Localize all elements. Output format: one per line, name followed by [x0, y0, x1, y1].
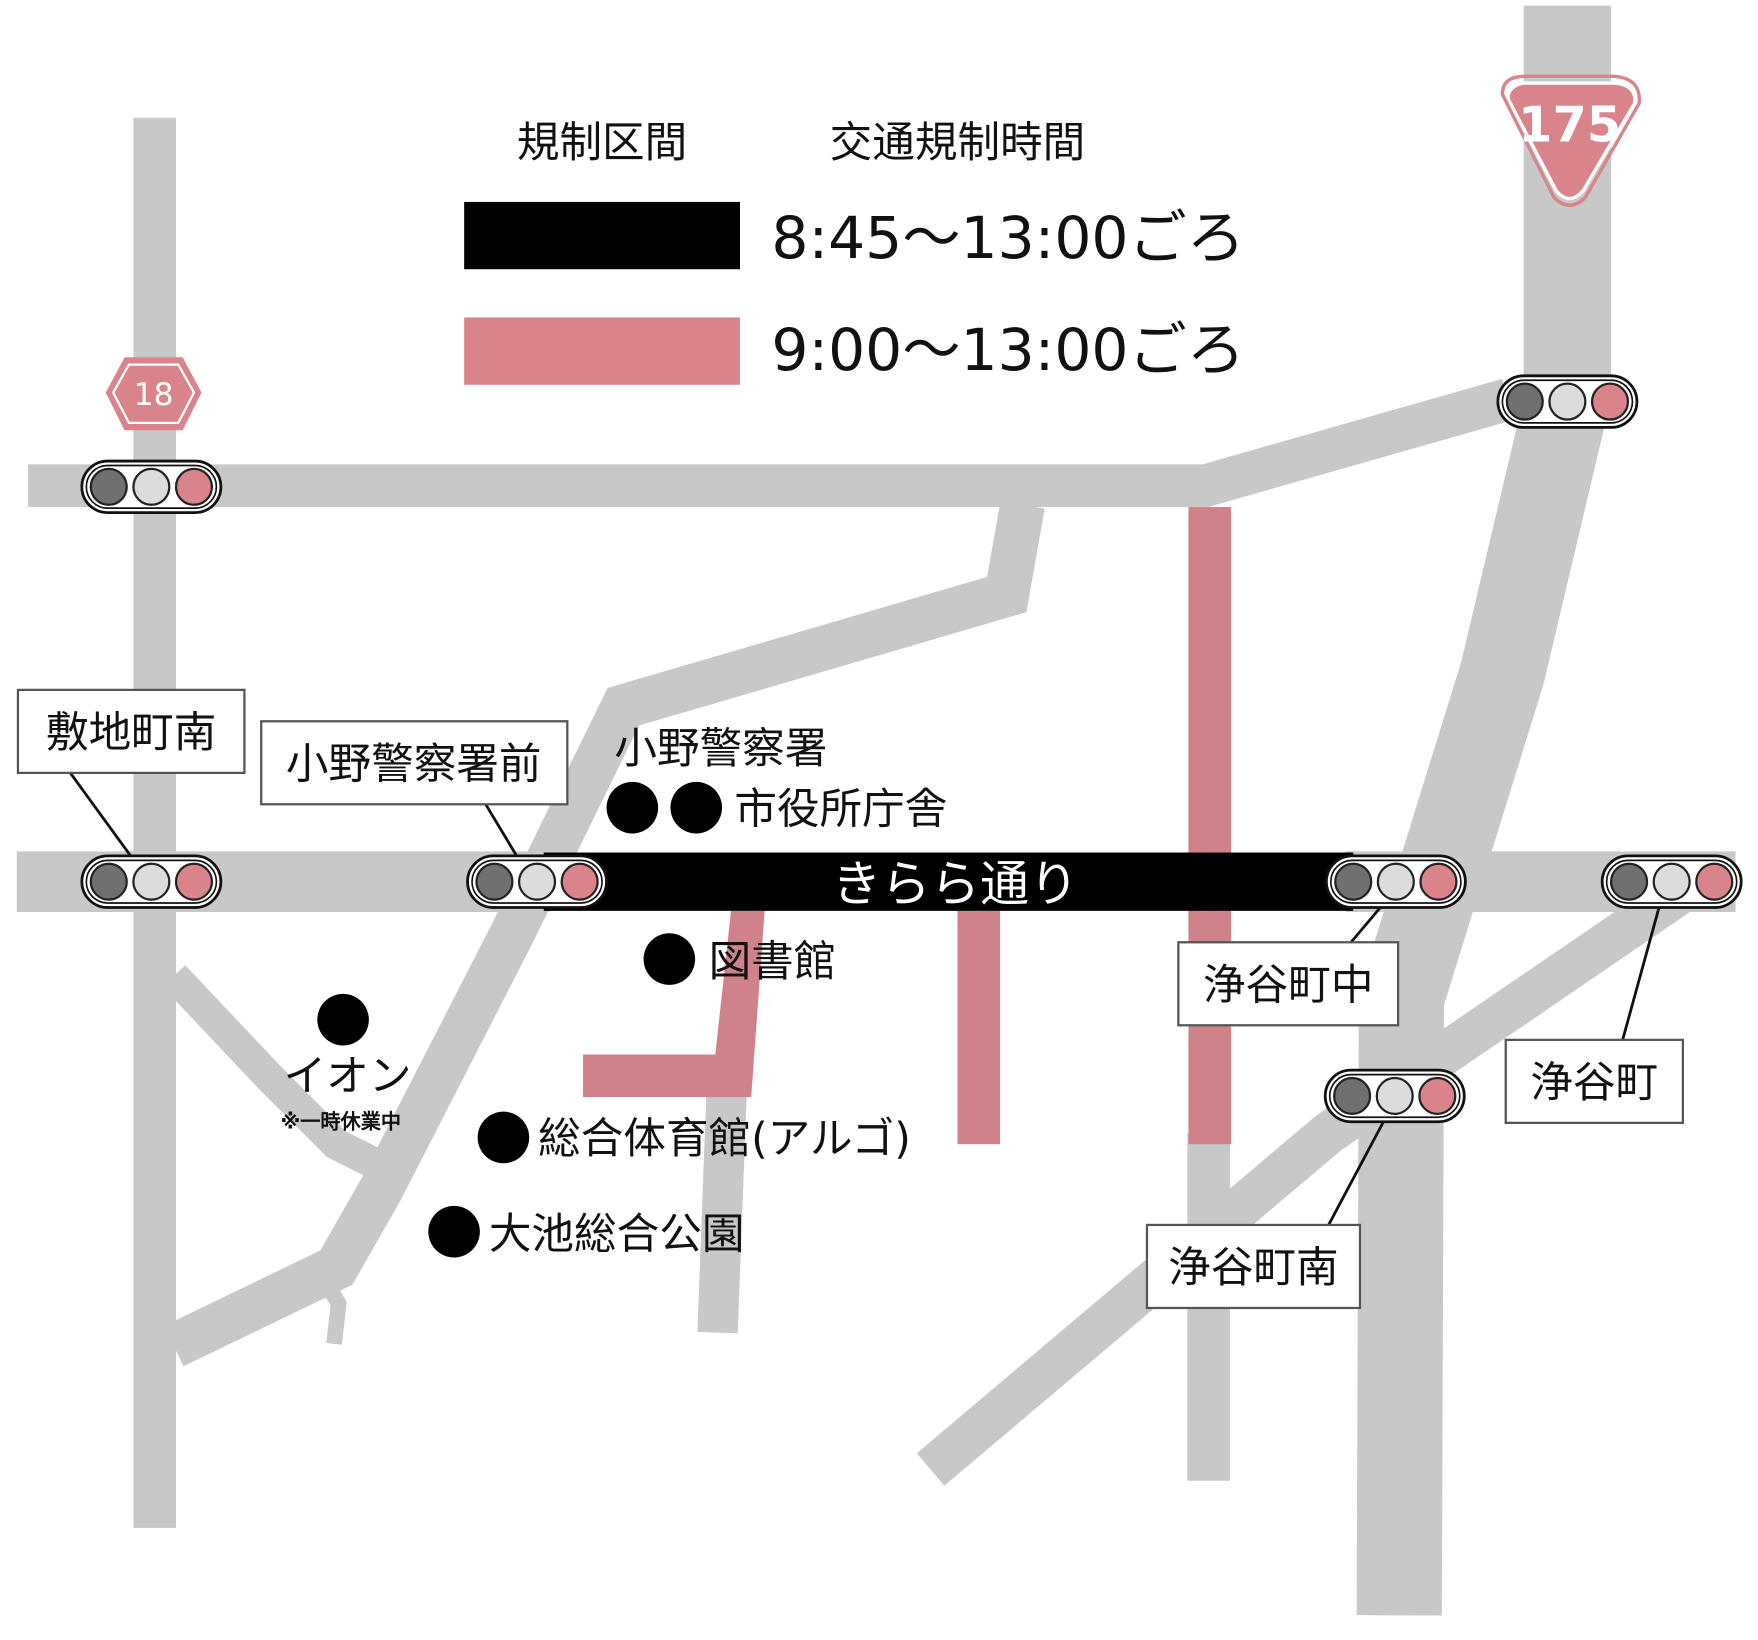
road-east-diagonal — [916, 874, 1694, 1486]
leader-lines — [68, 770, 1661, 1226]
road-library-south — [697, 1092, 747, 1334]
svg-text:イオン: イオン — [284, 1051, 412, 1101]
landmarks: 小野警察署 市役所庁舎 図書館 イオン ※一時休業中 総合体育館(アルゴ) 大池… — [281, 724, 948, 1260]
road-northwest-diagonal — [164, 500, 1045, 1367]
svg-text:市役所庁舎: 市役所庁舎 — [734, 784, 947, 834]
traffic-signal-icon — [80, 854, 223, 909]
national-route-shield-icon — [1506, 81, 1637, 201]
pink-section-joyacho — [1188, 507, 1232, 1145]
legend-time-pink: 9:00〜13:00ごろ — [771, 316, 1245, 384]
route-sign-18: 18 — [105, 357, 202, 431]
traffic-signal-icon — [80, 459, 223, 515]
kirara-street-bar — [543, 852, 1354, 911]
pink-section-center — [957, 910, 1001, 1145]
landmark-dot-icon — [643, 933, 696, 985]
traffic-signal-icon — [1496, 374, 1639, 429]
landmark-city-hall: 市役所庁舎 — [670, 781, 947, 834]
svg-text:浄谷町南: 浄谷町南 — [1168, 1243, 1338, 1293]
legend-header-section: 規制区間 — [517, 118, 687, 168]
svg-text:大池総合公園: 大池総合公園 — [489, 1209, 745, 1259]
landmark-aeon: イオン ※一時休業中 — [281, 993, 412, 1133]
landmark-library: 図書館 — [643, 933, 837, 987]
kirara-street: きらら通り — [543, 852, 1354, 913]
legend-time-black: 8:45〜13:00ごろ — [771, 204, 1245, 272]
intersection-label-shikichicho-minami: 敷地町南 — [16, 688, 246, 775]
landmark-dot-icon — [428, 1205, 480, 1258]
landmark-police-station: 小野警察署 — [606, 724, 827, 834]
pink-section-library — [583, 910, 765, 1098]
road-north — [28, 378, 1514, 508]
road-aeon-branch — [162, 965, 389, 1181]
restricted-sections-pink — [583, 507, 1232, 1145]
traffic-signal-icon — [466, 854, 608, 909]
svg-text:浄谷町: 浄谷町 — [1530, 1058, 1658, 1108]
svg-text:※一時休業中: ※一時休業中 — [281, 1109, 401, 1133]
legend-header-time: 交通規制時間 — [830, 118, 1086, 168]
prefectural-route-hexagon-icon — [105, 357, 202, 431]
svg-text:小野警察署: 小野警察署 — [614, 724, 827, 774]
traffic-signal-icon — [1323, 1068, 1466, 1124]
traffic-signal-icon — [1600, 854, 1743, 909]
intersection-label-ono-keisatsusho-mae: 小野警察署前 — [260, 720, 569, 806]
road-small-spur — [320, 1280, 347, 1345]
landmark-dot-icon — [477, 1111, 530, 1164]
svg-text:敷地町南: 敷地町南 — [46, 708, 216, 758]
route-sign-175: 175 — [1500, 74, 1641, 207]
legend: 規制区間 交通規制時間 8:45〜13:00ごろ 9:00〜13:00ごろ — [464, 118, 1245, 385]
route-175-number: 175 — [1518, 95, 1621, 153]
svg-text:小野警察署前: 小野警察署前 — [286, 739, 542, 789]
road-route175 — [1356, 388, 1609, 1616]
route-18-number: 18 — [134, 377, 174, 413]
landmark-dot-icon — [670, 781, 723, 834]
intersection-labels: 敷地町南 小野警察署前 浄谷町中 浄谷町 浄谷町南 — [16, 688, 1685, 1310]
svg-text:総合体育館(アルゴ): 総合体育館(アルゴ) — [538, 1114, 911, 1164]
legend-swatch-black — [464, 201, 740, 270]
legend-swatch-pink — [464, 317, 740, 385]
svg-text:図書館: 図書館 — [709, 937, 837, 987]
intersection-label-joyacho-minami: 浄谷町南 — [1145, 1223, 1362, 1310]
svg-text:浄谷町中: 浄谷町中 — [1203, 960, 1373, 1010]
landmark-dot-icon — [317, 993, 369, 1046]
landmark-oike-park: 大池総合公園 — [428, 1205, 745, 1260]
intersection-label-joyacho: 浄谷町 — [1504, 1038, 1685, 1124]
traffic-signal-icon — [1324, 854, 1467, 909]
intersection-label-joyacho-naka: 浄谷町中 — [1177, 941, 1400, 1027]
landmark-gymnasium: 総合体育館(アルゴ) — [477, 1111, 911, 1164]
landmark-dot-icon — [606, 781, 659, 834]
kirara-street-name: きらら通り — [832, 855, 1079, 913]
